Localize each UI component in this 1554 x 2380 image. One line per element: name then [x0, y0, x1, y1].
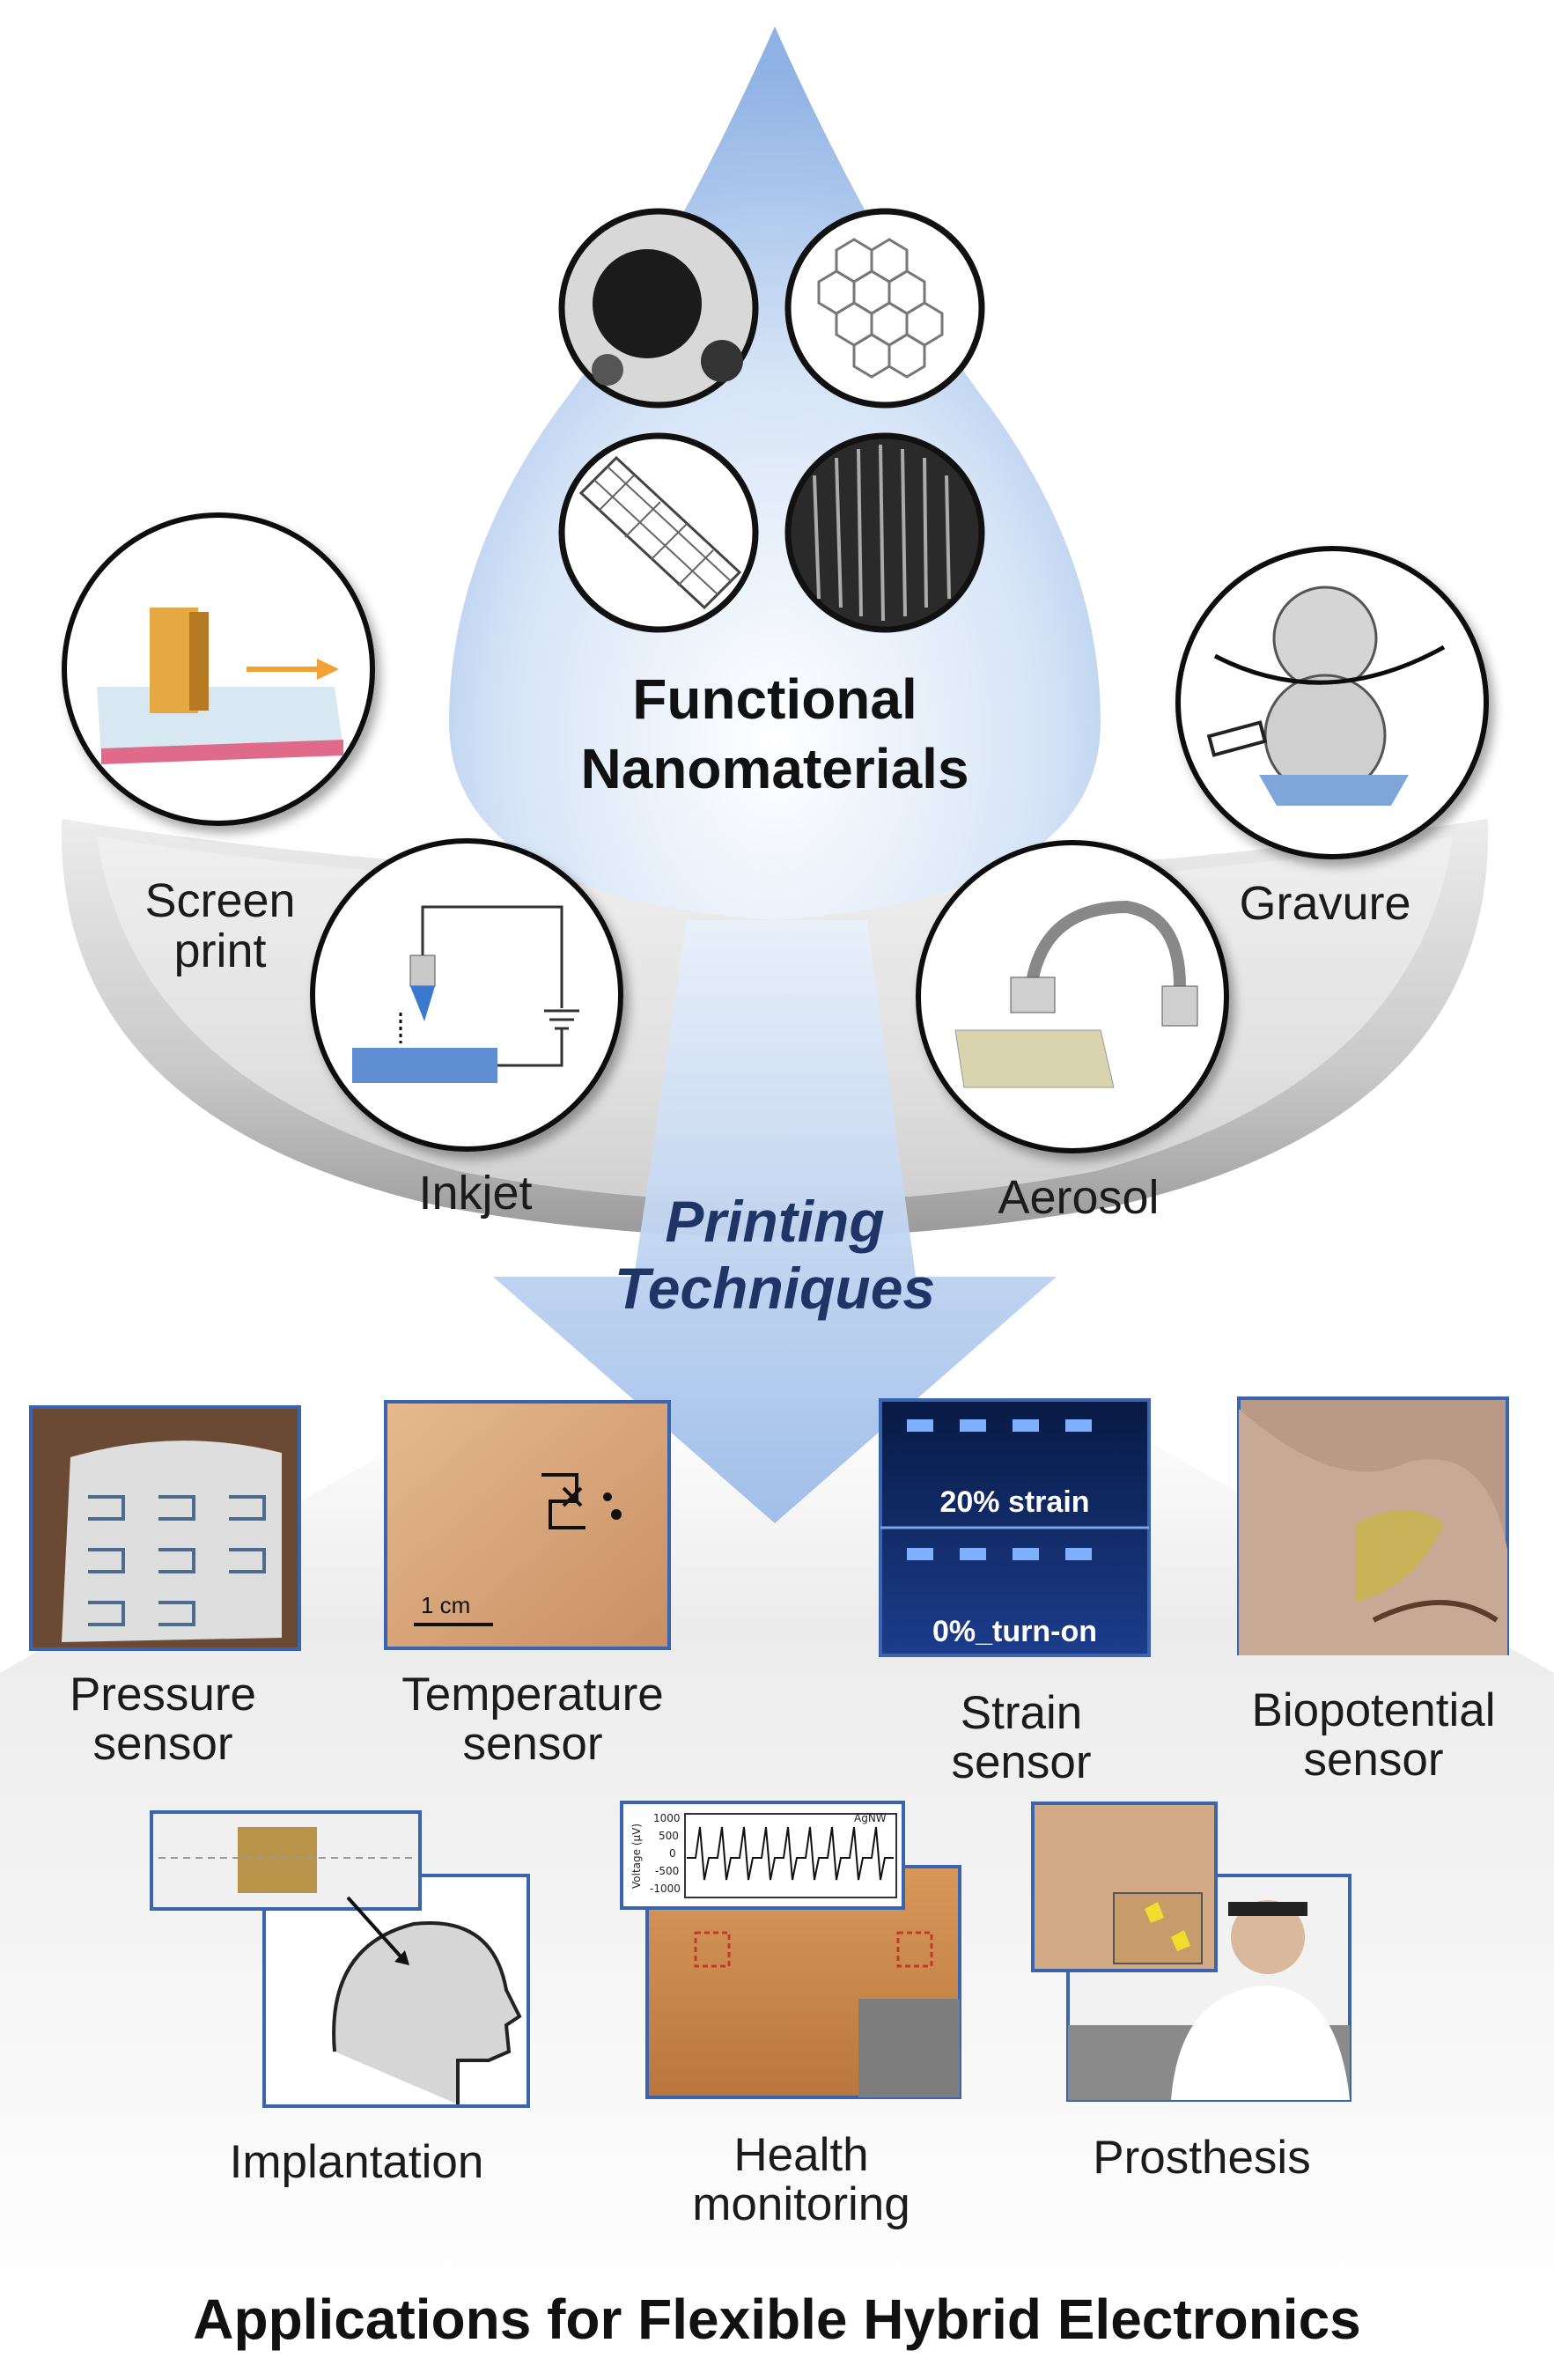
strain-label-bottom: 0%_turn-on	[932, 1615, 1097, 1648]
prosthesis-photo	[1031, 1802, 1351, 2102]
graphene-icon	[784, 208, 985, 409]
scale-bar-label: 1 cm	[421, 1592, 471, 1618]
printing-title-line1: Printing	[665, 1189, 885, 1254]
strain-label-top: 20% strain	[939, 1485, 1090, 1519]
ecg-trace	[687, 1826, 894, 1881]
app-label-temperature-sensor: Temperature sensor	[401, 1669, 664, 1770]
implantation-photo	[150, 1810, 530, 2108]
footer-title: Applications for Flexible Hybrid Electro…	[193, 2288, 1361, 2351]
nanomaterials-title: Functional Nanomaterials	[546, 665, 1004, 803]
carbon-nanotube-icon	[558, 432, 759, 633]
strain-sensor-photo	[879, 1398, 1151, 1657]
printing-techniques-title: Printing Techniques	[519, 1189, 1030, 1323]
plot-ytick-4: -1000	[650, 1883, 681, 1895]
nanowire-array-icon	[784, 432, 985, 633]
plot-ytick-0: 1000	[653, 1812, 681, 1824]
screen-print-icon	[62, 512, 375, 826]
gravure-icon	[1175, 546, 1489, 859]
app-label-strain-sensor: Strain sensor	[951, 1687, 1092, 1788]
aerosol-icon	[916, 840, 1229, 1153]
health-monitoring-photo	[620, 1801, 961, 2099]
nanomaterials-title-line2: Nanomaterials	[580, 736, 969, 800]
app-label-prosthesis: Prosthesis	[1093, 2132, 1311, 2184]
nanomaterials-drop	[449, 26, 1101, 920]
printing-arrow	[493, 920, 1057, 1523]
nanomaterials-title-line1: Functional	[632, 667, 917, 731]
app-label-biopotential-sensor: Biopotential sensor	[1251, 1684, 1496, 1786]
plot-ytick-2: 0	[669, 1847, 676, 1860]
app-label-pressure-sensor: Pressure sensor	[69, 1669, 257, 1770]
plot-ytick-1: 500	[659, 1830, 679, 1842]
technique-label-gravure: Gravure	[1239, 877, 1411, 930]
app-label-health-monitoring: Health monitoring	[692, 2129, 910, 2230]
nanoparticle-icon	[558, 208, 759, 409]
plot-y-label: Voltage (μV)	[630, 1823, 643, 1889]
technique-label-inkjet: Inkjet	[418, 1167, 533, 1219]
plot-legend: AgNW	[854, 1812, 887, 1824]
pressure-sensor-photo	[29, 1405, 301, 1651]
technique-label-aerosol: Aerosol	[998, 1171, 1160, 1224]
biopotential-sensor-photo	[1237, 1396, 1509, 1655]
printing-title-line2: Techniques	[614, 1255, 936, 1321]
technique-label-screen-print: Screen print	[144, 874, 296, 977]
app-label-implantation: Implantation	[229, 2136, 484, 2188]
inkjet-icon	[310, 838, 623, 1152]
plot-ytick-3: -500	[655, 1865, 680, 1877]
temperature-sensor-photo	[384, 1400, 671, 1650]
